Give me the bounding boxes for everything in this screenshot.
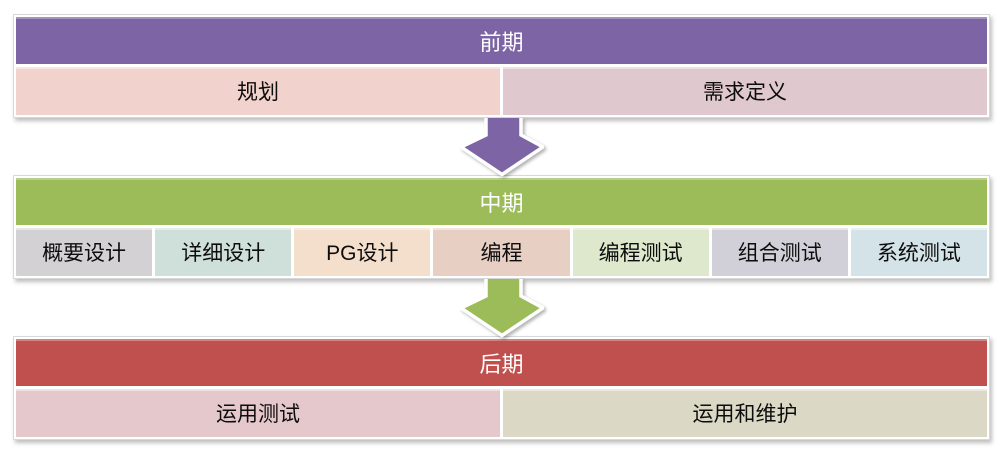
arrow-early-to-middle [13, 118, 990, 177]
phase-header-early: 前期 [16, 17, 987, 64]
cell-planning: 规划 [16, 67, 500, 115]
cell-integration-test: 组合测试 [711, 228, 848, 276]
cell-operation-test: 运用测试 [16, 389, 500, 437]
phase-band-middle: 中期 概要设计 详细设计 PG设计 编程 编程测试 组合测试 系统测试 [13, 175, 990, 279]
phase-row-middle: 概要设计 详细设计 PG设计 编程 编程测试 组合测试 系统测试 [16, 228, 987, 276]
cell-operation-and-maintenance: 运用和维护 [503, 389, 987, 437]
phase-header-middle: 中期 [16, 178, 987, 225]
cell-detailed-design: 详细设计 [155, 228, 292, 276]
cell-system-test: 系统测试 [850, 228, 987, 276]
cell-programming-test: 编程测试 [572, 228, 709, 276]
phase-band-early: 前期 规划 需求定义 [13, 14, 990, 118]
arrow-middle-to-late [13, 279, 990, 338]
down-arrow-icon [459, 279, 544, 338]
phase-row-late: 运用测试 运用和维护 [16, 389, 987, 437]
cell-programming: 编程 [433, 228, 570, 276]
cell-outline-design: 概要设计 [16, 228, 153, 276]
down-arrow-icon [459, 118, 544, 177]
phase-header-late: 后期 [16, 339, 987, 386]
cell-requirements-definition: 需求定义 [503, 67, 987, 115]
phase-row-early: 规划 需求定义 [16, 67, 987, 115]
phase-band-late: 后期 运用测试 运用和维护 [13, 336, 990, 440]
cell-pg-design: PG设计 [294, 228, 431, 276]
